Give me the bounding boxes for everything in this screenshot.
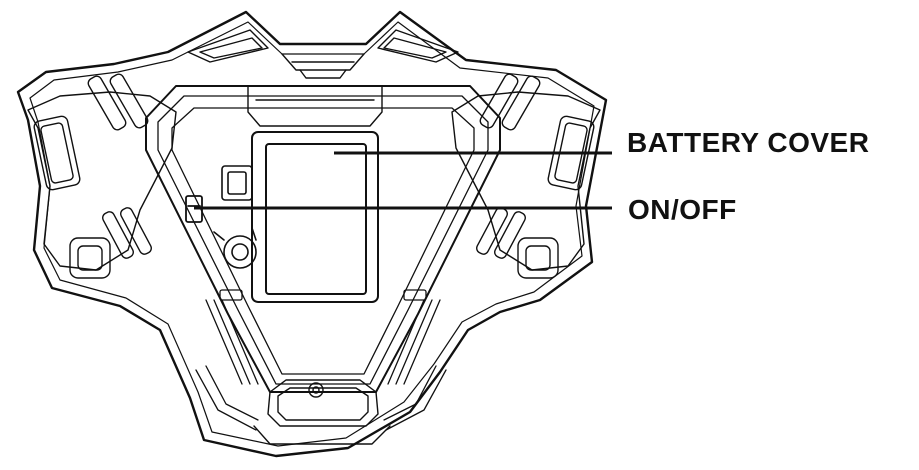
battery-cover-label: BATTERY COVER: [627, 127, 870, 158]
bottom-hub: [253, 379, 391, 445]
top-right-lobe: [377, 29, 459, 63]
on-off-label: ON/OFF: [628, 194, 737, 225]
housing-inner-outline: [29, 21, 595, 447]
outer-housing: [16, 10, 608, 458]
cavity-top-tab: [247, 85, 383, 127]
cavity-side-grooves: [205, 289, 441, 385]
battery-cover: [251, 131, 379, 303]
bottom-left-corner: [195, 365, 259, 431]
top-left-lobe: [187, 29, 269, 63]
central-cavity-inner: [157, 95, 489, 385]
callout-leader-lines: [194, 151, 612, 210]
screw-boss: [213, 227, 257, 269]
left-wing: [27, 73, 177, 279]
battery-cover-latch: [221, 165, 253, 201]
top-notch: [281, 53, 365, 79]
bottom-right-corner: [383, 365, 447, 431]
right-wing: [451, 73, 601, 279]
